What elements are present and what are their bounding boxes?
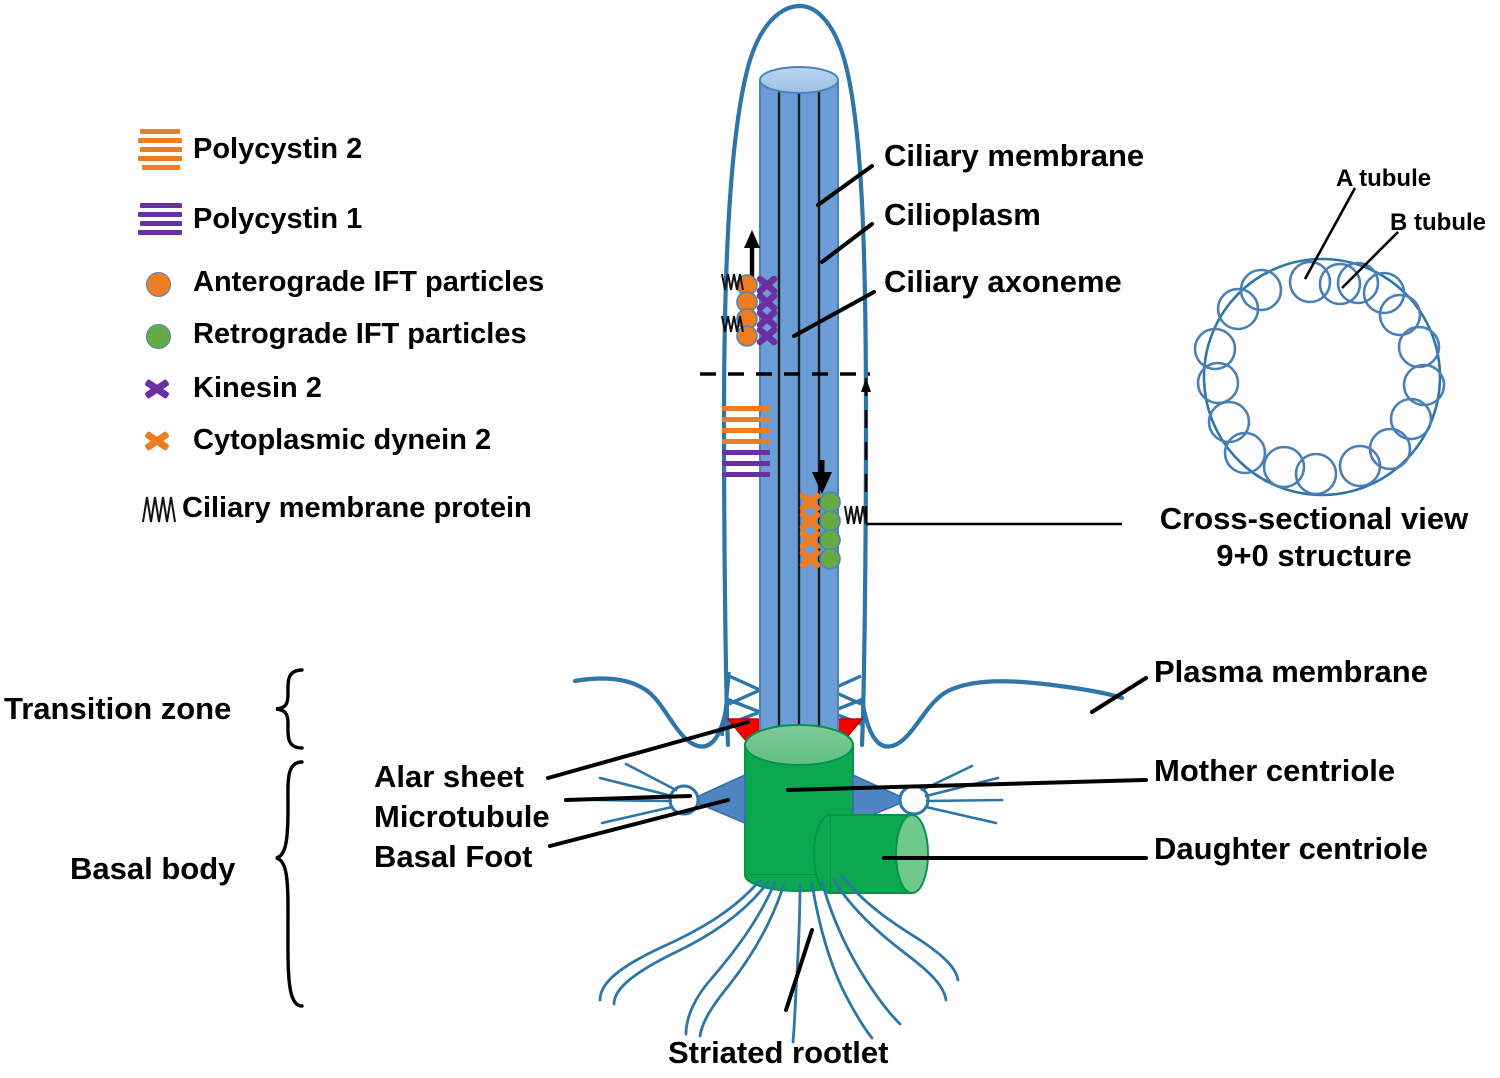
label-mother-centriole: Mother centriole [1154, 753, 1396, 788]
label-daughter-centriole: Daughter centriole [1154, 831, 1428, 866]
label-cross-section-view: Cross-sectional view 9+0 structure [1142, 502, 1486, 573]
legend-label: Retrograde IFT particles [193, 318, 527, 350]
purple-x-icon [138, 376, 184, 402]
polycystin-1-membrane-stripes [722, 450, 770, 477]
stacked-lines-icon [138, 202, 184, 236]
legend-item-retrograde-ift[interactable]: Retrograde IFT particles [138, 318, 527, 351]
legend-label: Anterograde IFT particles [193, 266, 545, 298]
legend-item-membrane-protein[interactable]: Ciliary membrane protein [140, 492, 532, 525]
label-a-tubule: A tubule [1336, 165, 1432, 192]
polycystin-2-membrane-stripes [722, 406, 770, 444]
striated-rootlet-shape [598, 874, 960, 1044]
legend-item-dynein-2[interactable]: Cytoplasmic dynein 2 [138, 424, 491, 457]
orange-circle-icon [138, 270, 184, 297]
ciliary-membrane-outline [721, 3, 869, 748]
label-b-tubule: B tubule [1390, 209, 1486, 236]
transition-zone-brace [275, 668, 304, 750]
green-circle-icon [138, 322, 184, 349]
label-ciliary-membrane: Ciliary membrane [884, 138, 1145, 173]
orange-x-icon [138, 428, 184, 454]
daughter-centriole-shape [813, 814, 929, 894]
label-striated-rootlet: Striated rootlet [668, 1035, 889, 1070]
plasma-membrane-outline [572, 676, 1125, 749]
cross-section-line-1: Cross-sectional view [1159, 501, 1469, 536]
legend-item-polycystin-1[interactable]: Polycystin 1 [138, 202, 362, 236]
stacked-lines-icon [138, 128, 184, 170]
legend-label: Polycystin 1 [193, 202, 363, 235]
label-basal-body: Basal body [70, 851, 236, 886]
basal-body-brace [275, 760, 304, 1008]
legend-label: Cytoplasmic dynein 2 [193, 424, 492, 456]
cross-sectional-view-shape [1193, 187, 1446, 497]
label-microtubule: Microtubule [374, 799, 550, 834]
label-plasma-membrane: Plasma membrane [1154, 654, 1428, 689]
legend-label: Polycystin 2 [193, 132, 363, 165]
label-leader-lines [546, 164, 1148, 1012]
label-transition-zone: Transition zone [4, 691, 232, 726]
anterograde-arrow-icon [744, 230, 760, 280]
microtubule-lines [594, 762, 1004, 825]
kinesin-2-marks [756, 275, 778, 346]
legend-label: Ciliary membrane protein [182, 492, 532, 524]
retrograde-arrow-icon [812, 460, 832, 494]
legend-item-anterograde-ift[interactable]: Anterograde IFT particles [138, 266, 544, 299]
legend-label: Kinesin 2 [193, 372, 322, 404]
cross-section-indicator [700, 372, 1122, 526]
ciliary-membrane-protein-squiggles [721, 273, 867, 525]
legend-item-polycystin-2[interactable]: Polycystin 2 [138, 128, 362, 170]
squiggle-icon [140, 494, 180, 524]
label-alar-sheet: Alar sheet [374, 759, 524, 794]
retrograde-ift-particles [799, 491, 841, 570]
label-ciliary-axoneme: Ciliary axoneme [884, 264, 1122, 299]
cross-section-line-2: 9+0 structure [1216, 538, 1412, 574]
dynein-2-marks [799, 492, 821, 569]
label-cilioplasm: Cilioplasm [884, 197, 1041, 232]
legend-item-kinesin-2[interactable]: Kinesin 2 [138, 372, 322, 405]
label-basal-foot: Basal Foot [374, 839, 533, 874]
ciliary-axoneme-shaft [759, 66, 839, 753]
